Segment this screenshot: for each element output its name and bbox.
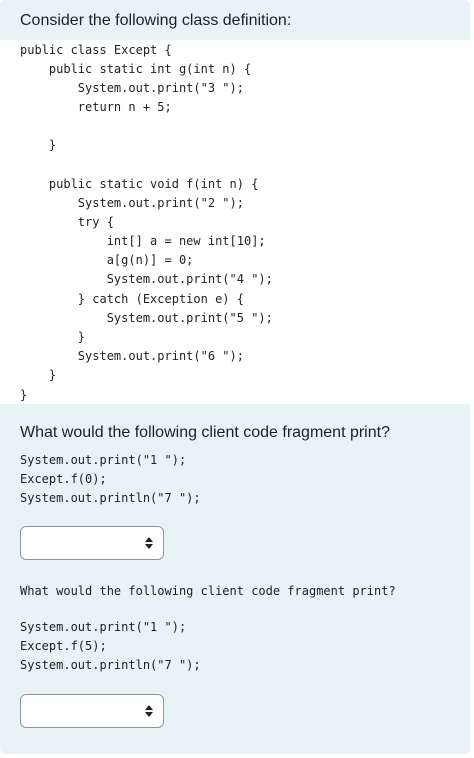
code-line: } catch (Exception e) { [20, 292, 244, 306]
code-line: try { [20, 215, 114, 229]
code-line: a[g(n)] = 0; [20, 253, 194, 267]
code-line: System.out.print("5 "); [20, 311, 273, 325]
code-line: public static int g(int n) { [20, 62, 252, 76]
question-1-answer-select[interactable] [20, 526, 164, 560]
code-line: System.out.print("6 "); [20, 349, 244, 363]
code-line: int[] a = new int[10]; [20, 234, 266, 248]
code-line: } [20, 330, 86, 344]
question-2-code-line: System.out.println("7 "); [20, 658, 201, 672]
question-2-answer-select[interactable] [20, 694, 164, 728]
code-line: System.out.print("2 "); [20, 196, 244, 210]
code-line: public static void f(int n) { [20, 177, 259, 191]
select-arrows-icon [145, 537, 153, 549]
code-line: } [20, 388, 28, 402]
intro-text: Consider the following class definition: [20, 12, 292, 29]
code-line: return n + 5; [20, 100, 172, 114]
question-2-prompt: What would the following client code fra… [20, 584, 396, 598]
question-1-code-line: System.out.print("1 "); [20, 453, 187, 467]
code-line: System.out.print("3 "); [20, 81, 244, 95]
code-line: public class Except { [20, 43, 172, 57]
code-line: } [20, 368, 57, 382]
select-arrows-icon [145, 705, 153, 717]
question-2-code-line: System.out.print("1 "); [20, 620, 187, 634]
question-1-code-line: System.out.println("7 "); [20, 491, 201, 505]
question-1-prompt: What would the following client code fra… [20, 424, 390, 441]
code-line: System.out.print("4 "); [20, 272, 273, 286]
question-1-code-line: Except.f(0); [20, 472, 107, 486]
code-line: } [20, 138, 57, 152]
class-code-block: public class Except { public static int … [0, 40, 470, 404]
question-2-code-line: Except.f(5); [20, 639, 107, 653]
